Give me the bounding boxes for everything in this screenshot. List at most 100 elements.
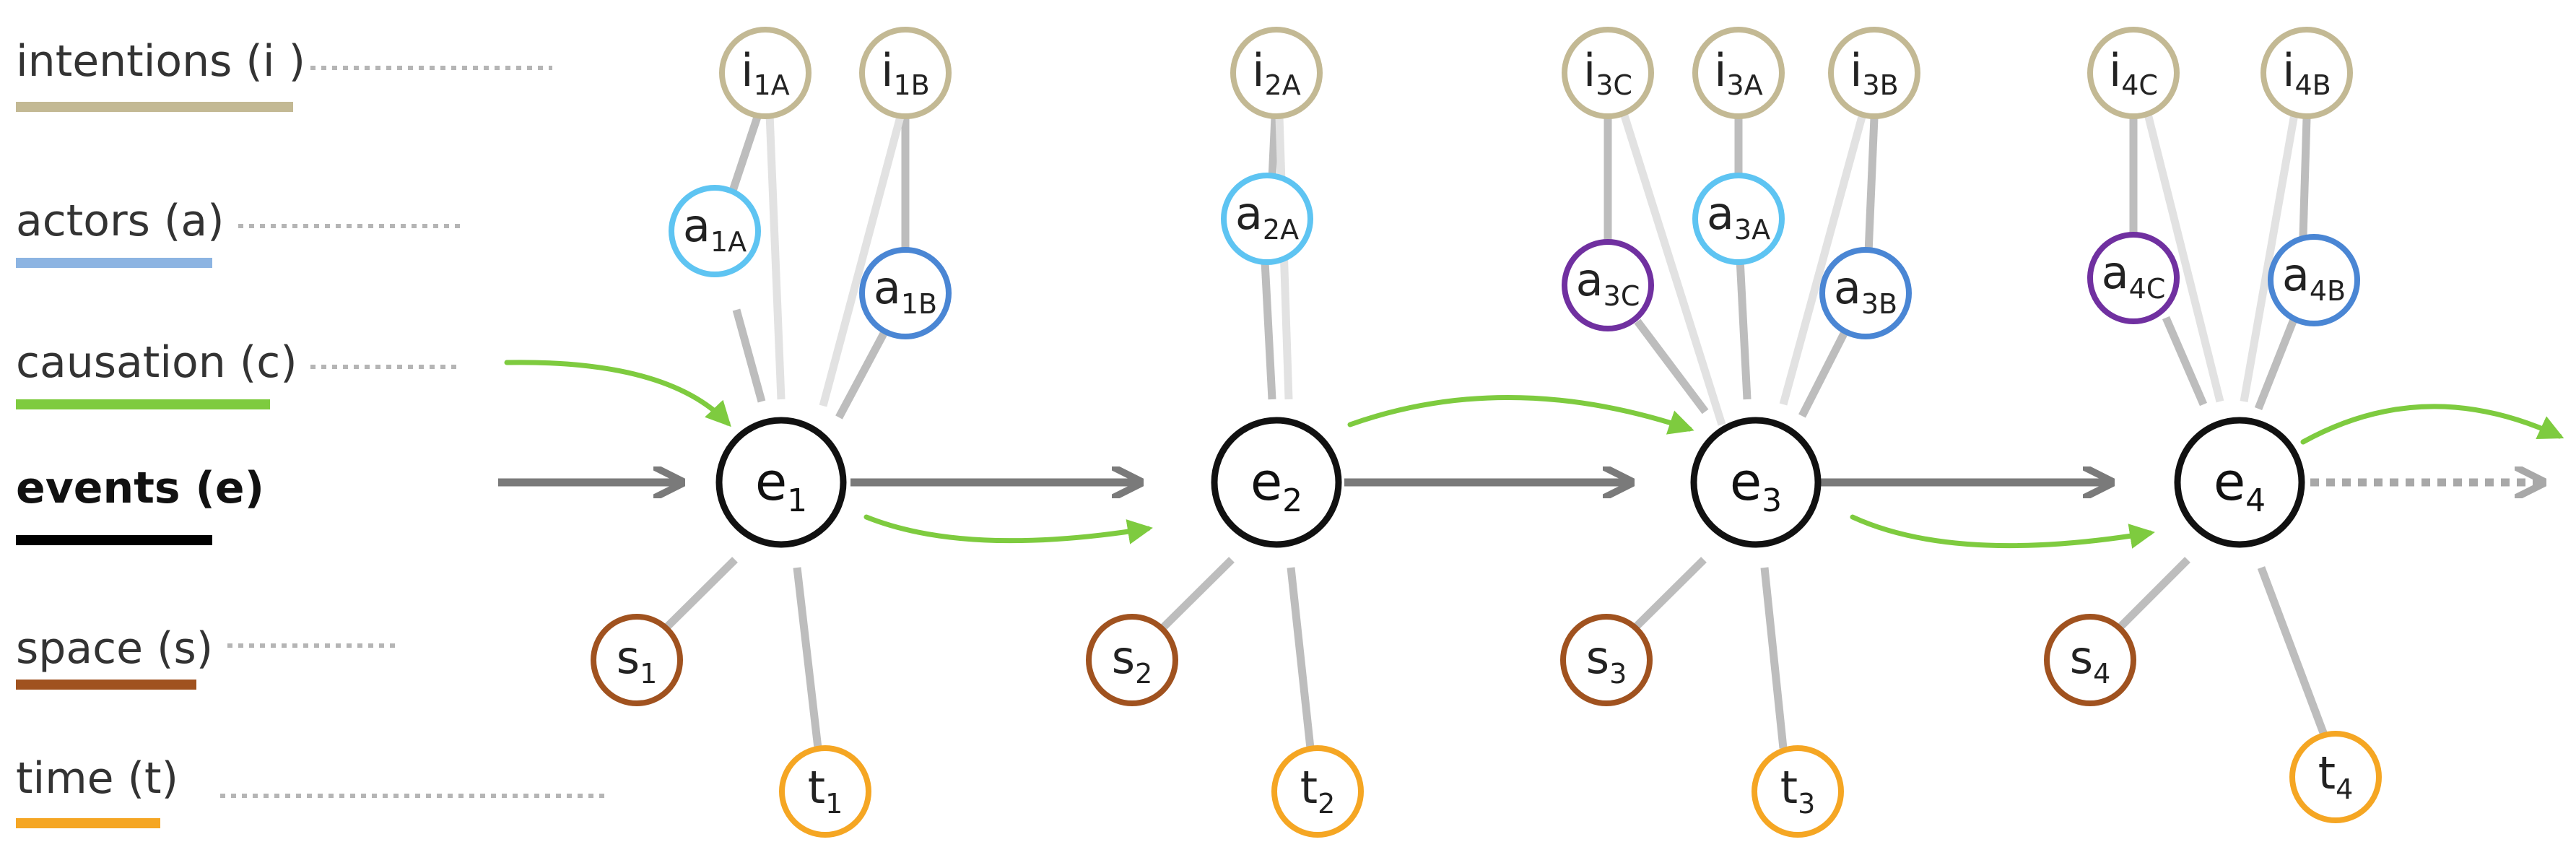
actor-label: a [1576,253,1604,306]
legend: intentions (i ) actors (a) causation (c)… [16,36,606,828]
legend-space-label: space (s) [16,623,213,674]
svg-text:a3A: a3A [1707,187,1770,246]
intention-label: i [881,44,893,97]
spoke-e3-t3 [1760,567,1788,749]
spoke-e3-a3c [1634,318,1709,415]
space-node-s2: s2 [1086,614,1178,706]
actor-label: a [683,199,710,252]
svg-text:a3C: a3C [1576,253,1640,312]
svg-text:e3: e3 [1730,451,1782,519]
spoke-e3-s3 [1632,557,1707,631]
actor-node-a4c: a4C [2087,232,2180,324]
space-subscript: 2 [1135,658,1152,690]
actor-label: a [2282,248,2310,301]
event-subscript: 1 [787,482,807,519]
intention-label: i [1714,44,1726,97]
spoke-a4b-i4b [2299,117,2311,238]
actor-subscript: 1B [901,288,937,320]
intention-label: i [1583,44,1596,97]
space-subscript: 4 [2093,658,2110,690]
svg-text:i3C: i3C [1583,44,1632,101]
time-subscript: 2 [1318,788,1335,820]
svg-text:a1B: a1B [874,261,937,320]
spoke-e4-t4 [2257,566,2329,738]
intention-nodes: i1A i1B i2A i3C i3A i3B i4C i4B [719,27,2353,119]
time-label: t [2318,747,2336,799]
time-label: t [1780,761,1798,814]
actor-subscript: 3A [1734,214,1770,246]
actor-node-a4b: a4B [2268,234,2360,326]
actor-subscript: 4C [2129,273,2166,305]
intention-node-i2a: i2A [1230,27,1323,119]
spoke-e3-a3a [1736,258,1752,400]
space-label: s [1586,631,1609,684]
spoke-e4-a4b [2254,316,2299,411]
intention-node-i3a: i3A [1692,27,1785,119]
time-subscript: 1 [825,788,843,820]
time-subscript: 4 [2336,773,2353,805]
event-node-e3: e3 [1690,417,1822,548]
spoke-a2a-i2a [1268,116,1279,180]
event-node-e1: e1 [715,417,847,548]
actor-label: a [1235,187,1263,240]
actor-label: a [1834,261,1861,314]
intention-subscript: 1A [754,69,790,101]
intention-subscript: 4B [2294,69,2331,101]
spoke-a3b-i3b [1864,117,1879,253]
intention-label: i [1850,44,1862,97]
intention-node-i4c: i4C [2087,27,2180,119]
actor-subscript: 4B [2310,275,2346,307]
spoke-e1-a1b [835,330,888,420]
actor-node-a1b: a1B [859,247,952,339]
spoke-e3-i3b [1779,113,1867,406]
spoke-e4-s4 [2116,557,2190,631]
actor-label: a [2102,246,2129,299]
intention-subscript: 3C [1596,69,1632,101]
svg-text:i4C: i4C [2109,44,2158,101]
spoke-e3-a3b [1798,330,1848,418]
svg-text:t1: t1 [808,761,843,820]
space-node-s4: s4 [2044,614,2136,706]
svg-text:a4B: a4B [2282,248,2346,307]
svg-text:i1A: i1A [741,44,789,101]
svg-text:s4: s4 [2070,631,2111,690]
intention-label: i [741,44,753,97]
intention-label: i [1252,44,1264,97]
actor-node-a3b: a3B [1819,247,1912,339]
time-label: t [808,761,825,814]
spoke-e2-a2a [1261,261,1276,400]
event-subscript: 2 [1282,482,1302,519]
event-label: e [1730,451,1762,512]
time-label: t [1300,761,1318,814]
event-nodes: e1 e2 e3 e4 [715,417,2305,548]
actor-node-a2a: a2A [1221,173,1313,265]
actor-label: a [874,261,901,314]
time-node-t3: t3 [1752,745,1844,838]
svg-text:i2A: i2A [1252,44,1300,101]
causation-arrow-in [504,360,731,428]
space-label: s [1112,631,1135,684]
spoke-e1-t1 [793,567,822,749]
actor-subscript: 3C [1604,280,1640,312]
causation-arrow-e1-out [863,514,1153,544]
actor-subscript: 3B [1861,288,1897,320]
spoke-e4-i4c [2144,113,2224,403]
actor-node-a3c: a3C [1562,239,1654,331]
svg-text:a3B: a3B [1834,261,1897,320]
time-nodes: t1 t2 t3 t4 [779,731,2382,838]
svg-text:e4: e4 [2214,451,2266,519]
spoke-e2-s2 [1159,557,1235,631]
spoke-e2-t2 [1287,567,1315,749]
intention-subscript: 3A [1727,69,1763,101]
actor-node-a1a: a1A [669,185,761,277]
causation-arrows [504,360,2564,549]
svg-text:e2: e2 [1250,451,1302,519]
actor-label: a [1707,187,1734,240]
svg-text:s2: s2 [1112,631,1153,690]
legend-intentions-label: intentions (i ) [16,36,305,87]
svg-text:t4: t4 [2318,747,2354,805]
intention-node-i4b: i4B [2260,27,2353,119]
spoke-e1-i1a [765,113,786,400]
causation-arrow-e4-out [2300,404,2564,445]
